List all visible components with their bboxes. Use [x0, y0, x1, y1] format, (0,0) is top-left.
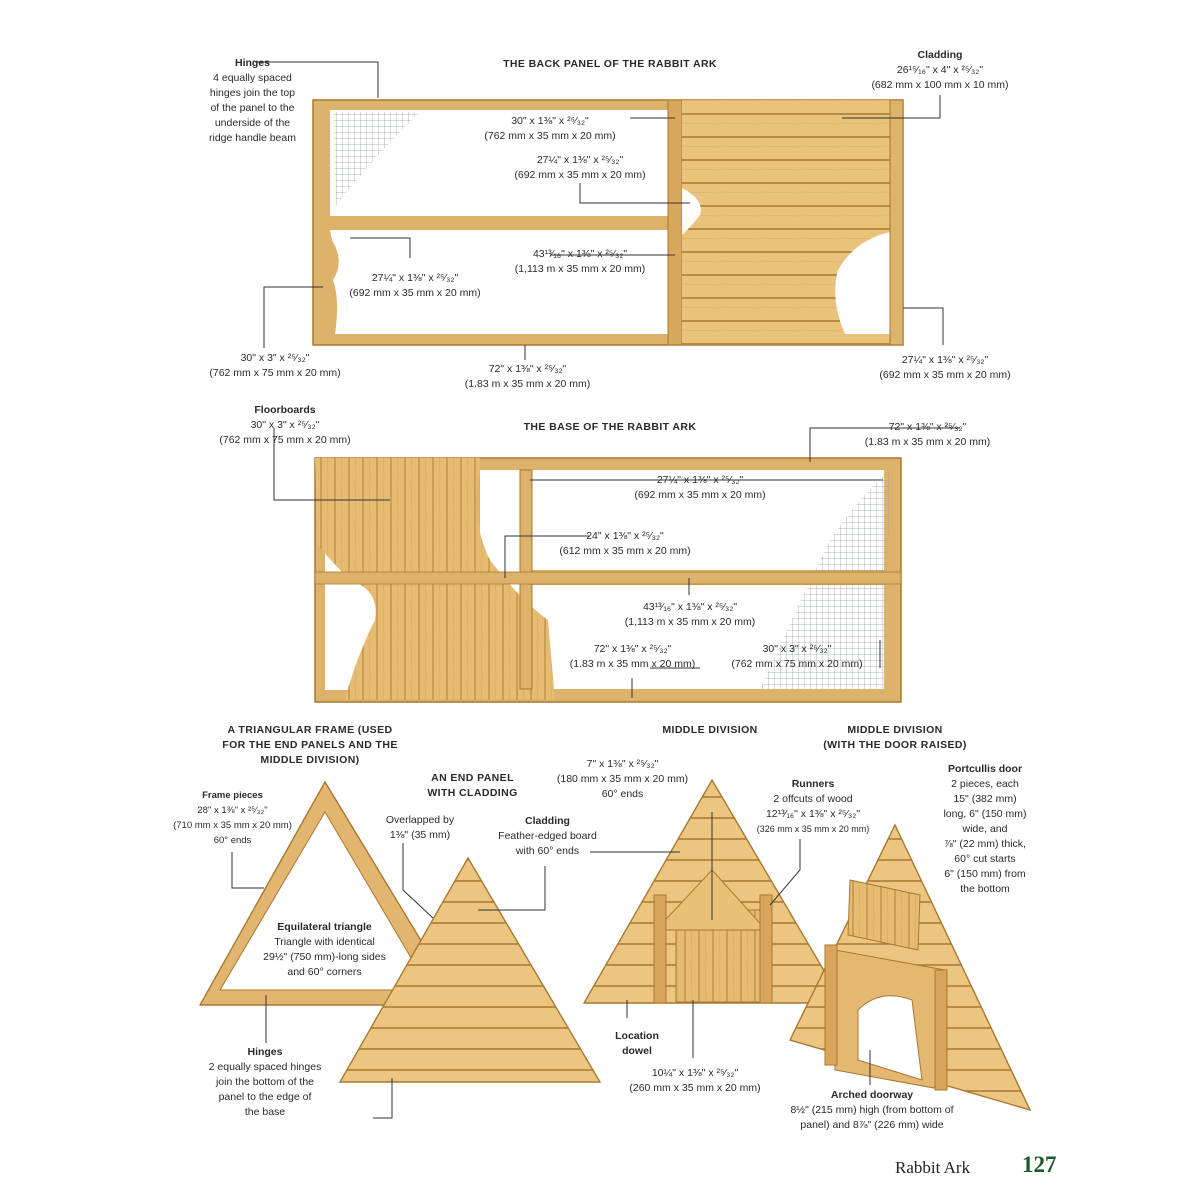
dimension-label: 27¼" x 1⅜" x ²⁵⁄₃₂"(692 mm x 35 mm x 20 …	[634, 474, 766, 501]
leader-lines	[231, 61, 960, 1119]
triangle-frame-drawing	[198, 780, 462, 1006]
dimension-label: 72" x 1⅜" x ²⁵⁄₃₂"(1.83 m x 35 mm x 20 m…	[864, 421, 991, 448]
dimension-label: 24" x 1⅜" x ²⁵⁄₃₂"(612 mm x 35 mm x 20 m…	[559, 530, 691, 557]
dimension-label: 27¼" x 1⅜" x ²⁵⁄₃₂"(692 mm x 35 mm x 20 …	[349, 272, 481, 299]
dimension-label: 27¼" x 1⅜" x ²⁵⁄₃₂"(692 mm x 35 mm x 20 …	[514, 154, 646, 181]
dimension-label: 30" x 3" x ²⁵⁄₃₂"(762 mm x 75 mm x 20 mm…	[731, 643, 863, 670]
dimension-label: 30" x 1⅜" x ²⁵⁄₃₂"(762 mm x 35 mm x 20 m…	[484, 115, 616, 142]
floorboards-label: Floorboards 30" x 3" x ²⁵⁄₃₂"(762 mm x 7…	[219, 404, 351, 446]
dimension-label: 72" x 1⅜" x ²⁵⁄₃₂"(1.83 m x 35 mm x 20 m…	[569, 643, 696, 670]
dimension-label: 7" x 1⅜" x ²⁵⁄₃₂"(180 mm x 35 mm x 20 mm…	[556, 758, 689, 800]
base-drawing	[314, 457, 902, 703]
end-panel-drawing	[338, 856, 602, 1083]
middle-division-drawing	[582, 778, 845, 1004]
back-panel-title: THE BACK PANEL OF THE RABBIT ARK	[503, 58, 717, 70]
dimension-label: 30" x 3" x ²⁵⁄₃₂"(762 mm x 75 mm x 20 mm…	[209, 352, 341, 379]
cladding-label: Cladding 26¹⁵⁄₁₆" x 4" x ²⁵⁄₃₂"(682 mm x…	[871, 49, 1009, 91]
footer-title: Rabbit Ark	[895, 1158, 971, 1177]
dimension-label: 10¼" x 1⅜" x ²⁵⁄₃₂"(260 mm x 35 mm x 20 …	[629, 1067, 761, 1094]
dimension-label: 72" x 1⅜" x ²⁵⁄₃₂"(1.83 m x 35 mm x 20 m…	[464, 363, 591, 390]
middle-division-title: MIDDLE DIVISION	[662, 724, 758, 736]
middle-division-door-drawing	[789, 823, 1032, 1112]
page-number: 127	[1022, 1152, 1057, 1177]
back-panel-drawing	[312, 99, 904, 346]
location-dowel-label: Location dowel	[615, 1030, 659, 1057]
arched-doorway-label: Arched doorway 8½" (215 mm) high (from b…	[790, 1089, 954, 1131]
base-title: THE BASE OF THE RABBIT ARK	[523, 421, 697, 433]
middle-division-door-title: MIDDLE DIVISION(WITH THE DOOR RAISED)	[823, 724, 967, 751]
frame-pieces-label: Frame pieces 28" x 1⅜" x ²⁵⁄₃₂"(710 mm x…	[173, 790, 292, 846]
equilateral-triangle-label: Equilateral triangle Triangle with ident…	[263, 921, 386, 978]
dimension-label: 43¹³⁄₁₆" x 1⅜" x ²⁵⁄₃₂"(1,113 m x 35 mm …	[624, 601, 756, 628]
dimension-label: 43¹³⁄₁₆" x 1⅜" x ²⁵⁄₃₂"(1,113 m x 35 mm …	[514, 248, 646, 275]
dimension-label: 27¼" x 1⅜" x ²⁵⁄₃₂"(692 mm x 35 mm x 20 …	[879, 354, 1011, 381]
